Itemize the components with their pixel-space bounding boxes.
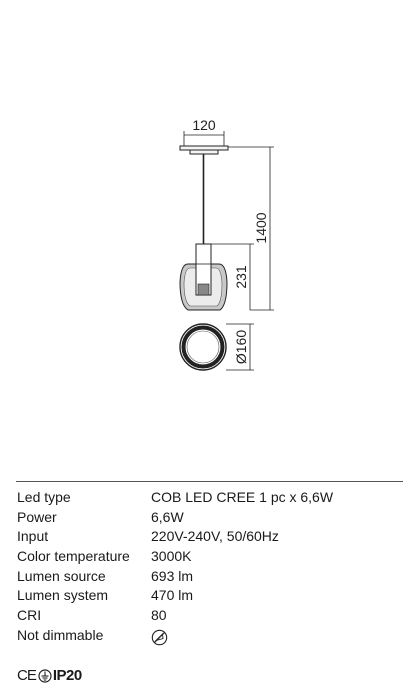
spec-label: Color temperature xyxy=(17,548,130,565)
spec-row-cri: CRI 80 xyxy=(17,606,333,626)
not-dimmable-icon xyxy=(151,629,168,646)
ground-circle-icon xyxy=(38,668,52,683)
spec-value: 6,6W xyxy=(151,508,184,525)
diameter-label: Ø160 xyxy=(233,330,249,364)
ip-rating: IP20 xyxy=(52,667,82,684)
spec-value: 80 xyxy=(151,607,167,624)
certifications: CE IP20 xyxy=(17,667,82,684)
shade-height-label: 231 xyxy=(233,265,249,289)
spec-value: 3000K xyxy=(151,548,192,565)
spec-row-lumen-source: Lumen source 693 lm xyxy=(17,567,333,587)
pendant-lamp-top-view xyxy=(179,323,227,371)
spec-row-lumen-system: Lumen system 470 lm xyxy=(17,586,333,606)
spec-row-led-type: Led type COB LED CREE 1 pc x 6,6W xyxy=(17,488,333,508)
spec-label: Input xyxy=(17,528,49,545)
spec-label: Not dimmable xyxy=(17,626,104,643)
ce-mark: CE xyxy=(17,667,37,684)
spec-label: Led type xyxy=(17,489,71,505)
ceiling-canopy xyxy=(179,145,229,155)
canopy-width-dimension xyxy=(183,131,225,147)
spec-label: Lumen source xyxy=(17,567,106,584)
total-height-dimension xyxy=(228,146,274,311)
spec-label: CRI xyxy=(17,607,42,624)
spec-row-color-temperature: Color temperature 3000K xyxy=(17,547,333,567)
pendant-lamp-side-view xyxy=(179,243,228,311)
spec-label: Power xyxy=(17,508,57,525)
spec-row-power: Power 6,6W xyxy=(17,508,333,528)
spec-value: COB LED CREE 1 pc x 6,6W xyxy=(151,489,334,505)
technical-drawing: 120 1400 231 Ø160 xyxy=(179,117,274,371)
canopy-width-label: 120 xyxy=(192,117,216,133)
shade-height-dimension xyxy=(211,243,254,310)
total-height-label: 1400 xyxy=(253,212,269,243)
spec-value: 220V-240V, 50/60Hz xyxy=(151,528,279,545)
diameter-dimension xyxy=(226,323,254,371)
spec-row-input: Input 220V-240V, 50/60Hz xyxy=(17,527,333,547)
spec-row-not-dimmable: Not dimmable xyxy=(17,626,333,646)
specifications-table: Led type COB LED CREE 1 pc x 6,6W Power … xyxy=(17,488,333,646)
spec-value: 470 lm xyxy=(151,587,194,604)
spec-label: Lumen system xyxy=(17,587,109,604)
spec-value: 693 lm xyxy=(151,567,194,584)
section-divider xyxy=(16,481,403,482)
